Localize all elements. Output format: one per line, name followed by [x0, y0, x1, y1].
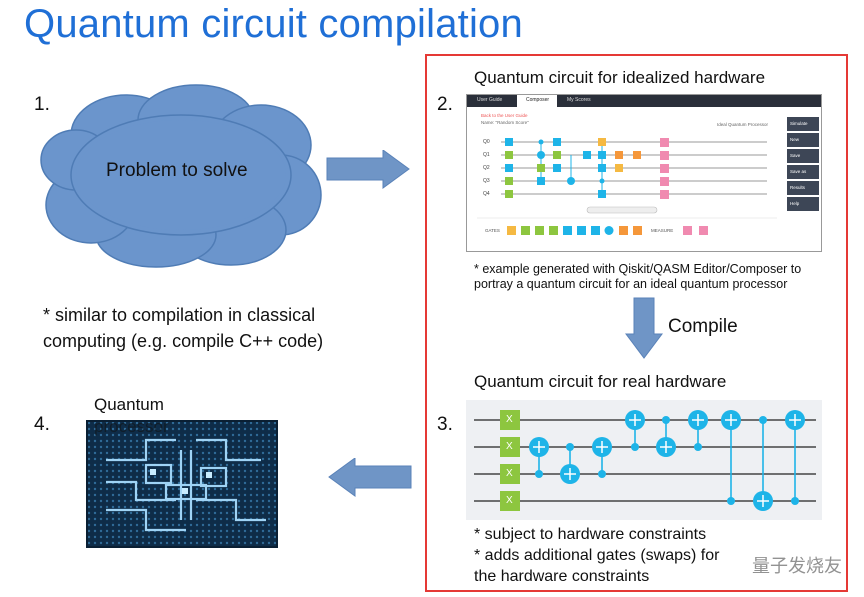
arrow-down [625, 297, 663, 359]
qubit-label-4: Q4 [483, 191, 490, 197]
simulate-button[interactable]: Simulate [787, 117, 819, 131]
processor-label: Ideal Quantum Processor [717, 122, 769, 127]
step-3-heading: Quantum circuit for real hardware [474, 372, 727, 391]
qubit-label-0: Q0 [483, 139, 490, 145]
compilation-frame [425, 54, 848, 592]
help-button[interactable]: Help [787, 197, 819, 211]
qubit-label-1: Q1 [483, 152, 490, 158]
score-name-label: Name: "Random Score" [481, 120, 529, 125]
side-button-column: Simulate New Save Save as Results Help [787, 117, 819, 213]
slide-title: Quantum circuit compilation [24, 2, 523, 46]
step-4-number: 4. [34, 414, 50, 435]
watermark: 量子发烧友 [752, 556, 842, 576]
x-gate-label-1: X [506, 441, 513, 452]
real-circuit-panel: X X X X [466, 400, 822, 520]
qubit-label-2: Q2 [483, 165, 490, 171]
ideal-circuit [477, 138, 777, 235]
measure-label: MEASURE [651, 228, 674, 233]
save-button[interactable]: Save [787, 149, 819, 163]
step-1-number: 1. [34, 94, 50, 115]
tab-composer-label: Composer [526, 97, 550, 103]
processor-label-line-1: Quantum [94, 395, 164, 414]
back-link[interactable]: Back to the User Guide [481, 113, 528, 118]
compile-label: Compile [668, 316, 738, 337]
composer-screenshot: User Guide Composer My Scores Back to th… [466, 94, 822, 252]
processor-chip [86, 420, 278, 548]
step-2-number: 2. [437, 94, 453, 115]
gates-label: GATES [485, 228, 500, 233]
tab-user-guide[interactable]: User Guide [477, 97, 503, 103]
cloud-label: Problem to solve [106, 160, 248, 181]
step-2-heading: Quantum circuit for idealized hardware [474, 68, 766, 87]
save-as-button[interactable]: Save as [787, 165, 819, 179]
step-3-note-line-3: the hardware constraints [474, 568, 650, 585]
x-gate-label-0: X [506, 414, 513, 425]
qubit-label-3: Q3 [483, 178, 490, 184]
tab-composer-active[interactable]: Composer [517, 95, 557, 107]
step-3-note-line-1: * subject to hardware constraints [474, 526, 707, 543]
results-button[interactable]: Results [787, 181, 819, 195]
processor-label-line-2: processor [94, 417, 169, 436]
quantum-processor-image [86, 420, 278, 548]
tab-my-scores[interactable]: My Scores [567, 97, 591, 103]
x-gate-label-2: X [506, 468, 513, 479]
classical-note-line-2: computing (e.g. compile C++ code) [43, 331, 324, 351]
arrow-left [328, 458, 412, 497]
x-gate-label-3: X [506, 495, 513, 506]
step-2-caption-line-1: * example generated with Qiskit/QASM Edi… [474, 262, 802, 276]
arrow-right [326, 150, 410, 189]
step-3-note-line-2: * adds additional gates (swaps) for [474, 547, 720, 564]
new-button[interactable]: New [787, 133, 819, 147]
real-circuit [474, 410, 816, 511]
classical-note-line-1: * similar to compilation in classical [43, 305, 316, 325]
step-3-number: 3. [437, 414, 453, 435]
problem-cloud [40, 84, 322, 268]
step-2-caption-line-2: portray a quantum circuit for an ideal q… [474, 277, 788, 291]
